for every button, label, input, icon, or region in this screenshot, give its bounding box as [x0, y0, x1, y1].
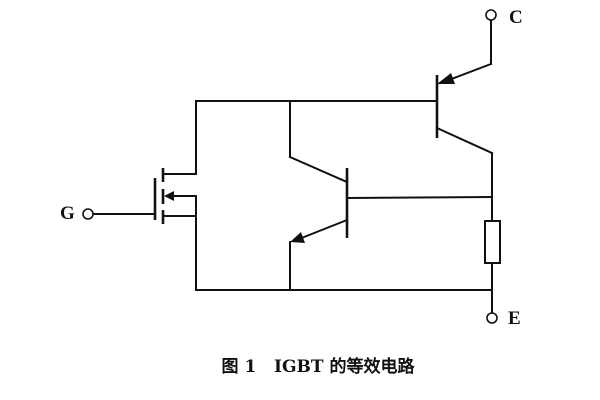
- npn-emitter-arrow: [290, 232, 305, 243]
- collector-terminal: C: [485, 7, 523, 65]
- pnp-transistor: [435, 62, 494, 155]
- emitter-terminal: E: [486, 308, 521, 329]
- resistor: [484, 220, 501, 264]
- mosfet: [92, 100, 197, 291]
- pnp-emitter-arrow: [437, 73, 455, 84]
- npn-base-wire: [345, 195, 494, 200]
- pnp-collector-lead: [435, 126, 494, 155]
- gate-label: G: [60, 203, 75, 224]
- mosfet-body-arrow: [164, 191, 174, 201]
- figure-caption: 图 1 IGBT 的等效电路: [222, 356, 416, 377]
- gate-node: [82, 208, 94, 220]
- emitter-node: [486, 312, 498, 324]
- collector-node: [485, 9, 497, 21]
- npn-collector-diag: [288, 155, 349, 184]
- emitter-label: E: [508, 308, 521, 329]
- npn-transistor: [288, 100, 349, 291]
- gate-terminal: G: [60, 203, 94, 224]
- collector-label: C: [509, 7, 523, 28]
